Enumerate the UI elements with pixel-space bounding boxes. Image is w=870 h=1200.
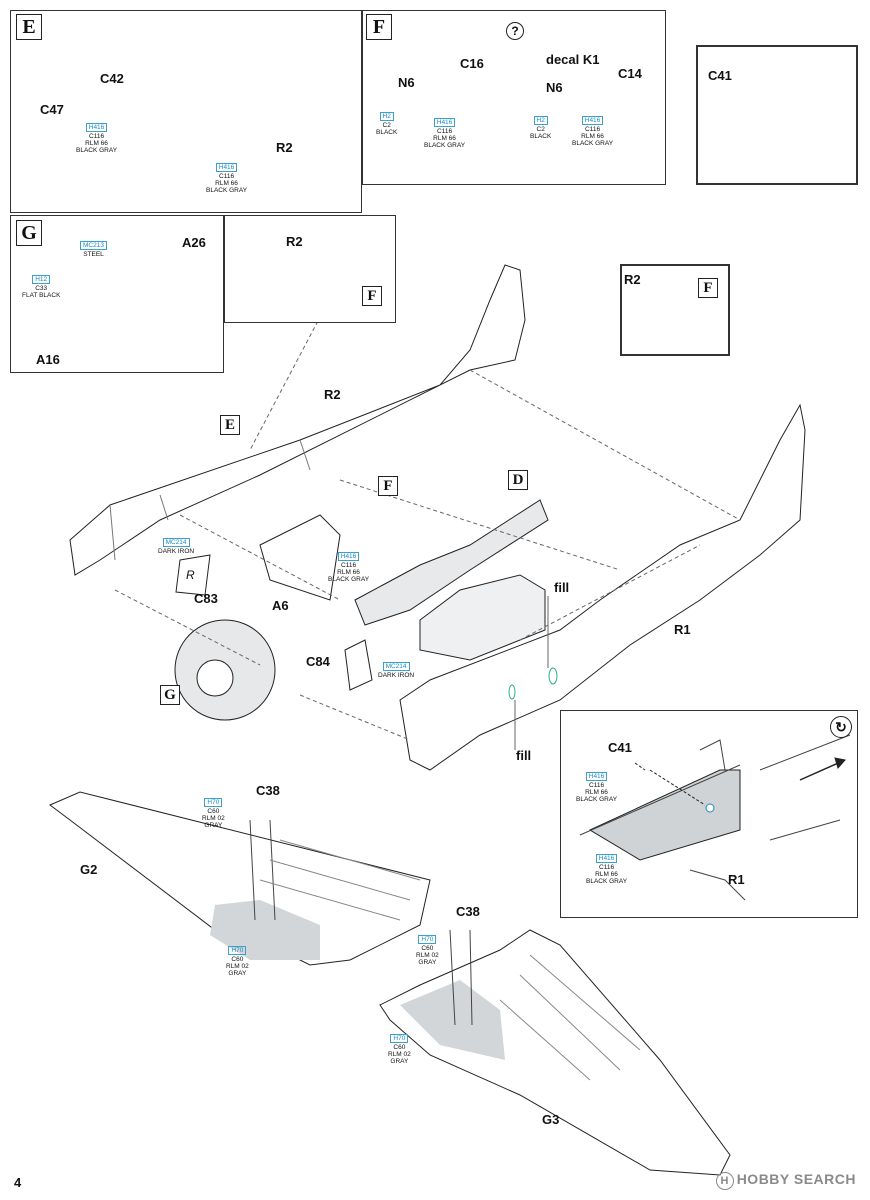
paint-callout-r1-right: H416 C116 RLM 66 BLACK GRAY [586,854,628,885]
step-f-letter: F [366,14,392,40]
paint-callout-n6-b: H2 C2 BLACK [530,116,552,140]
label-r2-fuselage: R2 [324,387,341,402]
panel-g [10,215,224,373]
label-c42: C42 [100,71,124,86]
paint-callout-a26: MC213 STEEL [80,241,107,258]
paint-callout-c47: H416 C116 RLM 66 BLACK GRAY [76,123,118,154]
label-c84: C84 [306,654,330,669]
label-fill-a: fill [554,580,570,595]
label-c14: C14 [618,66,642,81]
panel-e [10,10,362,213]
paint-callout-g3: H70 C60 RLM 02 GRAY [388,1034,411,1065]
label-a6: A6 [272,598,289,613]
panel-r2-inset [224,215,396,323]
label-fill-b: fill [516,748,532,763]
panel-c41-top [696,45,858,185]
paint-callout-g2: H70 C60 RLM 02 GRAY [226,946,249,977]
rotate-icon: ↻ [830,716,852,738]
label-c38-a: C38 [256,783,280,798]
paint-callout-a6: H416 C116 RLM 66 BLACK GRAY [328,552,370,583]
paint-callout-c83: MC214 DARK IRON [158,538,195,555]
paint-callout-c16: H416 C116 RLM 66 BLACK GRAY [424,118,466,149]
page-number: 4 [14,1175,22,1190]
question-icon: ? [506,22,524,40]
label-c83: C83 [194,591,218,606]
label-c38-b: C38 [456,904,480,919]
label-c16: C16 [460,56,484,71]
label-n6-a: N6 [398,75,415,90]
paint-callout-c38-a: H70 C60 RLM 02 GRAY [202,798,225,829]
label-g3: G3 [542,1112,560,1127]
label-r1-fuselage: R1 [674,622,691,637]
ref-f-fuselage: F [378,476,398,496]
label-a16: A16 [36,352,60,367]
paint-callout-c41-right: H416 C116 RLM 66 BLACK GRAY [576,772,618,803]
label-r1-right: R1 [728,872,745,887]
logo-text: HOBBY SEARCH [736,1171,856,1187]
ref-f-inset: F [362,286,382,306]
label-a26: A26 [182,235,206,250]
label-g2: G2 [80,862,98,877]
paint-callout-a16: H12 C33 FLAT BLACK [22,275,61,299]
ref-e-fuselage: E [220,415,240,435]
label-c41-top: C41 [708,68,732,83]
label-r2-right: R2 [624,272,641,287]
label-r-insignia: R [186,568,195,582]
label-r2-e: R2 [276,140,293,155]
ref-g-fuselage: G [160,685,180,705]
label-decal-k1: decal K1 [546,52,600,67]
paint-callout-c14: H416 C116 RLM 66 BLACK GRAY [572,116,614,147]
paint-callout-c84: MC214 DARK IRON [378,662,415,679]
paint-callout-r2-e: H416 C116 RLM 66 BLACK GRAY [206,163,248,194]
logo-letter: H [715,1172,734,1190]
panel-r1-c41 [560,710,858,918]
label-c41-right: C41 [608,740,632,755]
step-e-letter: E [16,14,42,40]
label-r2-inset: R2 [286,234,303,249]
label-c47: C47 [40,102,64,117]
paint-code-h416: H416 [85,123,108,132]
label-n6-b: N6 [546,80,563,95]
ref-d-fuselage: D [508,470,528,490]
step-g-letter: G [16,220,42,246]
ref-f-right: F [698,278,718,298]
paint-callout-c38-b: H70 C60 RLM 02 GRAY [416,935,439,966]
paint-callout-n6-a: H2 C2 BLACK [376,112,398,136]
